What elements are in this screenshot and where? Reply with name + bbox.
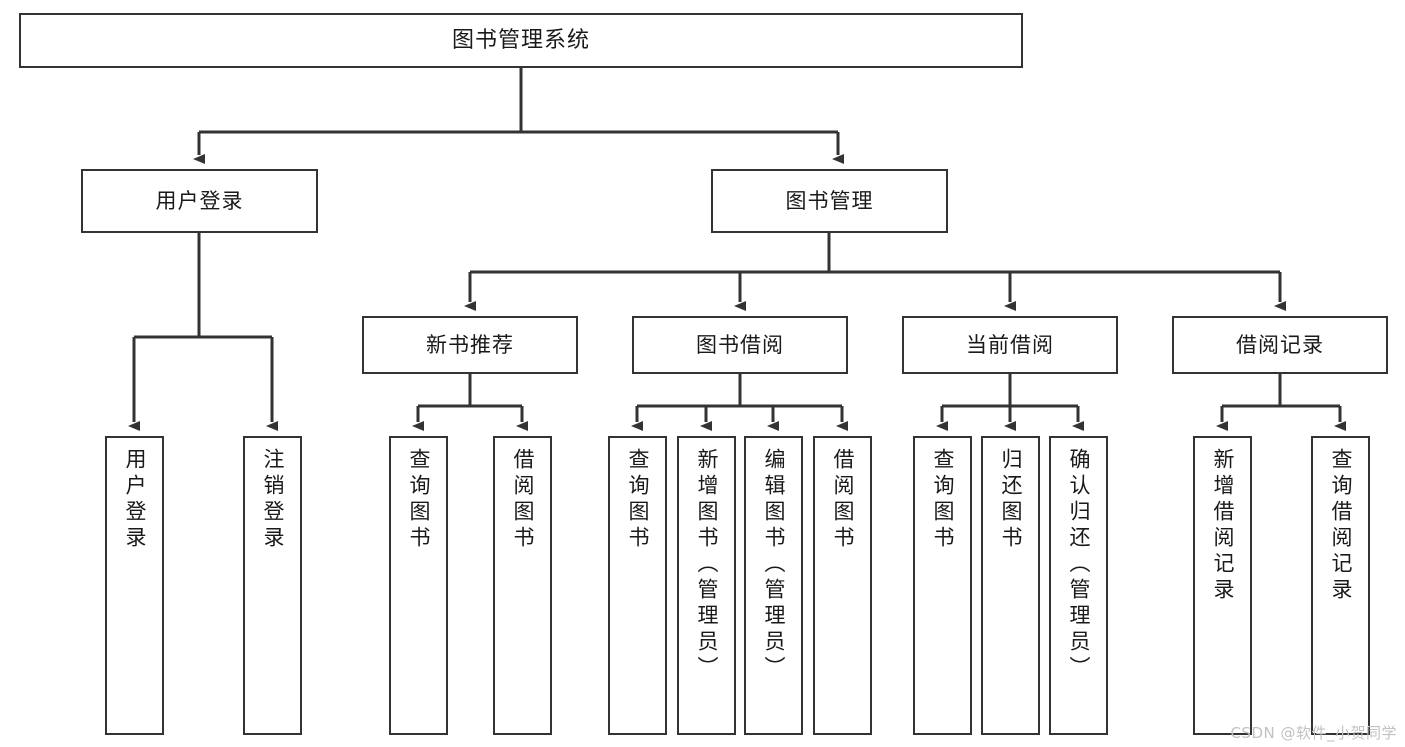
node-current-borrow[interactable]: 当前借阅	[902, 316, 1118, 374]
node-leaf-add-book-label: 新增图书（管理员）	[695, 448, 719, 682]
node-leaf-add-book[interactable]: 新增图书（管理员）	[677, 436, 736, 735]
node-leaf-query-book-2[interactable]: 查询图书	[608, 436, 667, 735]
node-leaf-return-book-label: 归还图书	[999, 448, 1023, 552]
node-root[interactable]: 图书管理系统	[19, 13, 1023, 68]
node-book-management[interactable]: 图书管理	[711, 169, 948, 233]
node-borrow-record[interactable]: 借阅记录	[1172, 316, 1388, 374]
node-leaf-query-book-1[interactable]: 查询图书	[389, 436, 448, 735]
csdn-watermark: CSDN @软件_小贺同学	[1230, 724, 1397, 742]
node-new-book-recommend-label: 新书推荐	[426, 332, 514, 357]
node-leaf-confirm-return-label: 确认归还（管理员）	[1067, 448, 1091, 682]
node-book-management-label: 图书管理	[785, 188, 874, 213]
node-leaf-return-book[interactable]: 归还图书	[981, 436, 1040, 735]
node-book-borrow[interactable]: 图书借阅	[632, 316, 848, 374]
node-book-borrow-label: 图书借阅	[696, 332, 784, 357]
node-leaf-logout-label: 注销登录	[261, 448, 285, 552]
node-leaf-borrow-book-2-label: 借阅图书	[831, 448, 855, 552]
node-leaf-query-record[interactable]: 查询借阅记录	[1311, 436, 1370, 735]
node-leaf-edit-book[interactable]: 编辑图书（管理员）	[744, 436, 803, 735]
node-current-borrow-label: 当前借阅	[966, 332, 1054, 357]
node-leaf-query-book-3-label: 查询图书	[931, 448, 955, 552]
node-leaf-confirm-return[interactable]: 确认归还（管理员）	[1049, 436, 1108, 735]
node-leaf-borrow-book-1[interactable]: 借阅图书	[493, 436, 552, 735]
node-leaf-borrow-book-1-label: 借阅图书	[511, 448, 535, 552]
node-leaf-borrow-book-2[interactable]: 借阅图书	[813, 436, 872, 735]
node-leaf-logout[interactable]: 注销登录	[243, 436, 302, 735]
node-user-login[interactable]: 用户登录	[81, 169, 318, 233]
node-leaf-add-record-label: 新增借阅记录	[1211, 448, 1235, 604]
node-leaf-user-login-label: 用户登录	[123, 448, 147, 552]
node-leaf-user-login[interactable]: 用户登录	[105, 436, 164, 735]
node-new-book-recommend[interactable]: 新书推荐	[362, 316, 578, 374]
node-borrow-record-label: 借阅记录	[1236, 332, 1324, 357]
node-root-label: 图书管理系统	[451, 27, 590, 53]
node-leaf-add-record[interactable]: 新增借阅记录	[1193, 436, 1252, 735]
node-leaf-edit-book-label: 编辑图书（管理员）	[762, 448, 786, 682]
node-user-login-label: 用户登录	[155, 188, 244, 213]
node-leaf-query-book-1-label: 查询图书	[407, 448, 431, 552]
node-leaf-query-book-2-label: 查询图书	[626, 448, 650, 552]
node-leaf-query-record-label: 查询借阅记录	[1329, 448, 1353, 604]
node-leaf-query-book-3[interactable]: 查询图书	[913, 436, 972, 735]
